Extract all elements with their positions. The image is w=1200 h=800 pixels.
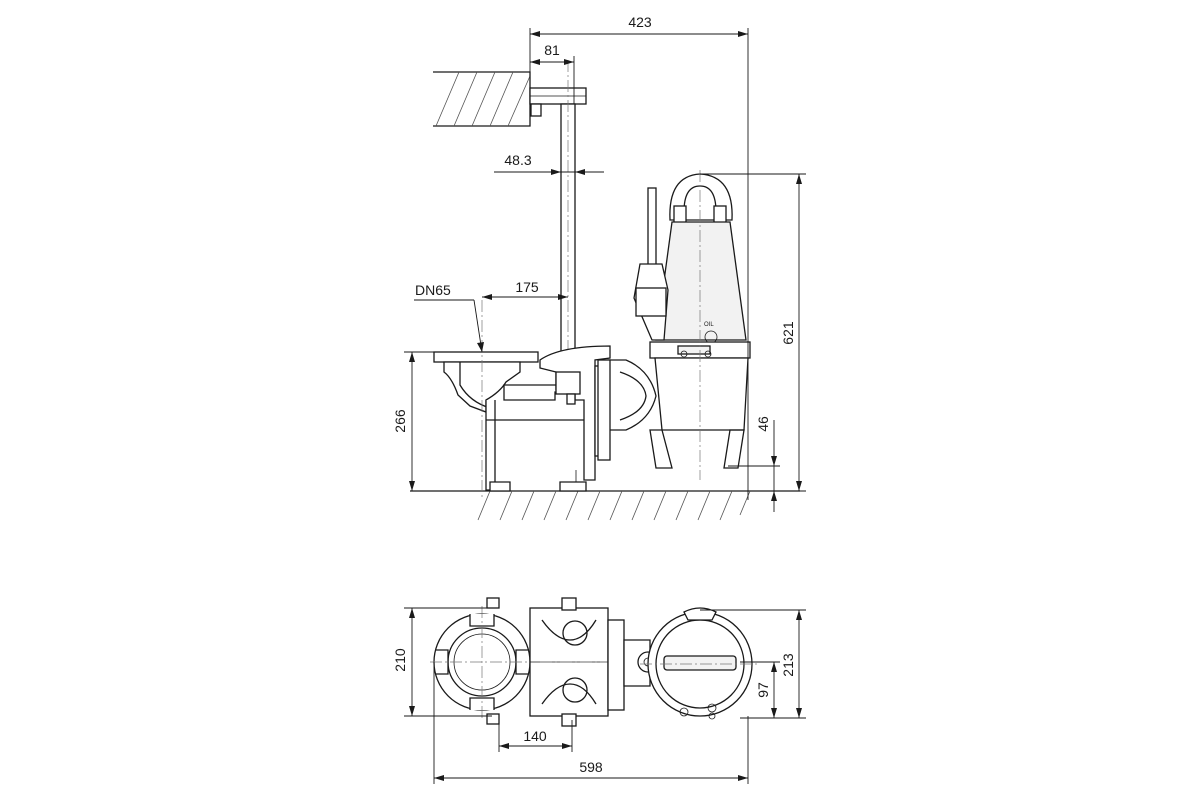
dim-140: 140	[498, 720, 573, 752]
dim-46-label: 46	[755, 416, 771, 432]
floor	[410, 490, 800, 521]
dim-97: 97	[740, 661, 780, 718]
dim-48-3: 48.3	[494, 152, 604, 175]
dim-46: 46	[728, 416, 780, 512]
oil-label: OIL	[704, 322, 714, 328]
dim-210-label: 210	[392, 648, 408, 672]
upper-guide-bracket	[529, 87, 587, 117]
dim-621-label: 621	[780, 321, 796, 345]
dim-175: 175	[482, 279, 568, 300]
top-view-duckfoot-base	[486, 597, 648, 727]
dim-81-label: 81	[544, 42, 560, 58]
dim-266-label: 266	[392, 409, 408, 433]
dim-213-label: 213	[780, 653, 796, 677]
dim-175-label: 175	[515, 279, 539, 295]
dim-213: 213	[700, 609, 806, 719]
dim-140-label: 140	[523, 728, 547, 744]
coupling-claw	[597, 359, 657, 461]
dim-423: 423	[529, 14, 749, 500]
dim-48-3-label: 48.3	[504, 152, 531, 168]
dim-598-label: 598	[579, 759, 603, 775]
dim-266: 266	[392, 351, 434, 491]
dim-97-label: 97	[755, 682, 771, 698]
dim-423-label: 423	[628, 14, 652, 30]
dim-210: 210	[392, 607, 492, 717]
top-view-coupling	[607, 619, 659, 711]
dim-621: 621	[700, 173, 806, 492]
discharge-duckfoot-bend	[433, 300, 611, 500]
top-view-pump-motor	[640, 607, 760, 720]
dim-81: 81	[530, 42, 575, 104]
pump-body: OIL	[633, 170, 751, 480]
dn65-label: DN65	[415, 282, 451, 298]
dn65-callout: DN65	[414, 282, 484, 353]
wall-block	[433, 71, 531, 127]
dim-598: 598	[433, 662, 749, 784]
top-view-flange	[430, 606, 540, 720]
